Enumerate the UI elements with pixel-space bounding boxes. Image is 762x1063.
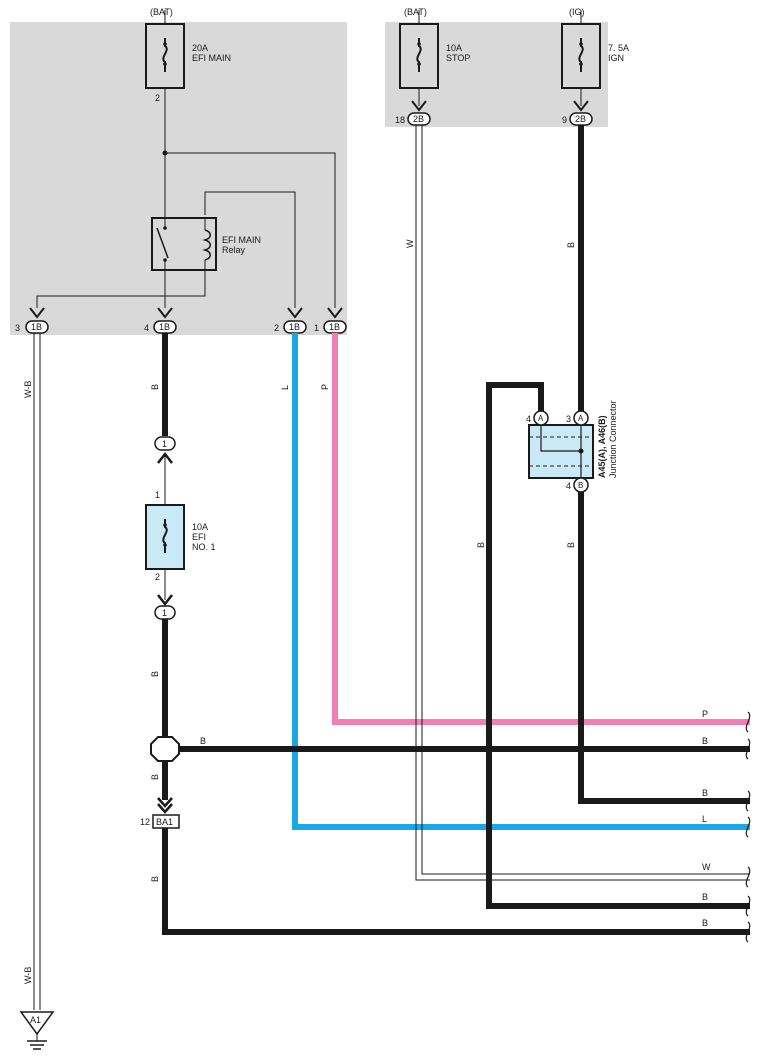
ig-label: (IG) [569, 7, 585, 17]
efi-main-name: EFI MAIN [192, 53, 231, 63]
ign-fuse [561, 10, 601, 112]
svg-text:1: 1 [314, 323, 319, 333]
ign-name: IGN [608, 53, 624, 63]
svg-text:12: 12 [140, 817, 150, 827]
efi-no1-rating: 10A [192, 522, 208, 532]
wb-label-bottom: W-B [23, 967, 33, 984]
connector-2b-18: 2B 18 [395, 112, 431, 126]
ground-label: A1 [30, 1015, 41, 1025]
connector-ba1: BA1 12 [140, 797, 180, 829]
b-splice-v-label: B [150, 774, 160, 780]
efi-main-rating: 20A [192, 43, 208, 53]
l-mid-label: L [280, 385, 290, 390]
efi-main-pin: 2 [155, 93, 160, 103]
svg-text:2B: 2B [413, 114, 424, 124]
edge-label-5: W [702, 862, 711, 872]
jc-subtitle: Junction Connector [608, 400, 618, 478]
svg-text:3: 3 [15, 323, 20, 333]
b-ign-label: B [566, 242, 576, 248]
wire-blue [292, 333, 750, 830]
b-after-fuse-label: B [150, 671, 160, 677]
stop-rating: 10A [446, 43, 462, 53]
svg-text:2: 2 [274, 323, 279, 333]
b-loop-label: B [476, 542, 486, 548]
connector-1b-3: 1B 3 [15, 320, 49, 334]
edge-label-4: L [702, 814, 707, 824]
connector-1b-1: 1B 1 [314, 320, 347, 334]
wire-b-loop [486, 382, 750, 909]
ground-symbol [19, 1011, 55, 1050]
connector-1b-2: 1B 2 [274, 320, 307, 334]
wire-pink [332, 333, 750, 725]
jc-pin-left: 4 [526, 414, 531, 424]
efi-no1-pin-top: 1 [155, 490, 160, 500]
wire-w-stop [415, 125, 750, 881]
wb-label-top: W-B [23, 381, 33, 398]
edge-label-3: B [702, 788, 708, 798]
svg-text:1B: 1B [159, 322, 170, 332]
bat-right-label: (BAT) [404, 7, 427, 17]
jc-title: A45(A), A46(B) [597, 415, 607, 478]
b-splice-h-label: B [200, 736, 206, 746]
b-main-label: B [150, 384, 160, 390]
inline-connector-1-bottom: 1 [154, 605, 176, 620]
wire-b-ba1 [162, 828, 750, 935]
splice-point [150, 736, 180, 762]
1b-arrows [29, 307, 343, 319]
edge-label-6: B [702, 892, 708, 902]
connector-1b-4: 1B 4 [144, 320, 177, 334]
wire-breaks [745, 711, 751, 943]
wb-ground-wire [33, 333, 41, 1010]
junction-dot [162, 150, 168, 156]
relay-name: EFI MAIN [222, 235, 261, 245]
svg-text:A: A [578, 414, 584, 423]
w-stop-label: W [405, 239, 415, 248]
svg-text:2B: 2B [575, 114, 586, 124]
b-ba1-label: B [150, 876, 160, 882]
svg-text:A: A [538, 414, 544, 423]
jc-pin-right: 3 [566, 414, 571, 424]
relay-label: Relay [222, 245, 246, 255]
svg-text:9: 9 [562, 115, 567, 125]
stop-name: STOP [446, 53, 470, 63]
efi-no1-name: EFI [192, 532, 206, 542]
svg-text:1B: 1B [289, 322, 300, 332]
efi-main-fuse [145, 10, 185, 89]
svg-text:B: B [578, 481, 583, 490]
svg-text:4: 4 [144, 323, 149, 333]
efi-no1-fuse [145, 504, 185, 607]
svg-text:1: 1 [162, 439, 167, 449]
p-mid-label: P [320, 384, 330, 390]
efi-no1-name2: NO. 1 [192, 542, 216, 552]
svg-text:1B: 1B [31, 322, 42, 332]
b-jc-label: B [566, 542, 576, 548]
inline-connector-1-top: 1 [154, 436, 176, 505]
edge-label-7: B [702, 918, 708, 928]
ign-rating: 7. 5A [608, 43, 629, 53]
efi-no1-pin-bottom: 2 [155, 572, 160, 582]
edge-label-1: P [702, 709, 708, 719]
bat-left-label: (BAT) [150, 7, 173, 17]
wire-b-jc [578, 490, 750, 804]
jc-pin-bottom: 4 [566, 481, 571, 491]
svg-text:1: 1 [162, 608, 167, 618]
junction-connector: A A B [528, 410, 594, 493]
connector-2b-9: 2B 9 [562, 112, 593, 126]
svg-text:1B: 1B [329, 322, 340, 332]
svg-text:18: 18 [395, 115, 405, 125]
stop-fuse [399, 10, 439, 112]
svg-text:BA1: BA1 [156, 817, 173, 827]
edge-label-2: B [702, 736, 708, 746]
efi-main-relay [151, 217, 217, 271]
